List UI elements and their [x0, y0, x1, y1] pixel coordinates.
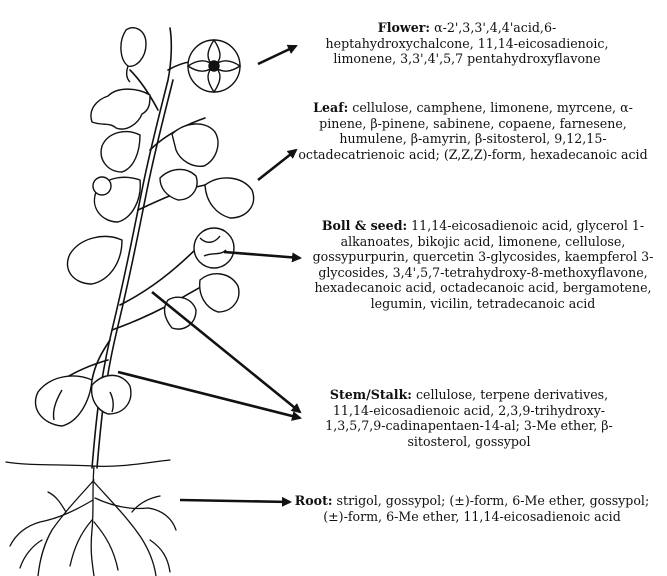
arrow-boll — [224, 252, 300, 258]
arrow-leaf — [258, 150, 296, 180]
root-label: Root: strigol, gossypol; (±)-form, 6-Me … — [294, 493, 650, 524]
leaf-bottom — [35, 376, 92, 426]
stem-label: Stem/Stalk: cellulose, terpene derivativ… — [308, 387, 630, 449]
arrow-stem-lower — [118, 372, 300, 418]
arrow-root — [180, 500, 290, 502]
root-label-text: strigol, gossypol; (±)-form, 6-Me ether,… — [323, 493, 649, 524]
leaf-mid-right — [205, 178, 254, 218]
leaf-label-name: Leaf: — [313, 100, 348, 115]
open-flower — [188, 40, 240, 92]
leaf-upper-mid — [172, 124, 218, 166]
cotton-boll — [194, 228, 234, 268]
stem-label-name: Stem/Stalk: — [330, 387, 412, 402]
leaf-label: Leaf: cellulose, camphene, limonene, myr… — [296, 100, 650, 162]
boll-seed-label: Boll & seed: 11,14-eicosadienoic acid, g… — [301, 218, 665, 312]
leaf-lower-left — [67, 236, 122, 284]
flower-label-name: Flower: — [378, 20, 430, 35]
boll-seed-label-name: Boll & seed: — [322, 218, 407, 233]
small-boll — [93, 177, 111, 195]
root-label-name: Root: — [295, 493, 333, 508]
flower-bud — [121, 28, 146, 67]
leaf-top-left — [91, 89, 150, 129]
leaf-lower-right — [200, 274, 239, 312]
flower-label: Flower: α-2',3,3',4,4'acid,6-heptahydrox… — [316, 20, 618, 67]
leaf-label-text: cellulose, camphene, limonene, myrcene, … — [298, 100, 647, 162]
flower-label-text: α-2',3,3',4,4'acid,6-heptahydroxychalcon… — [326, 20, 609, 66]
leaf-left — [101, 132, 140, 172]
leaf-center — [160, 169, 197, 200]
arrow-flower — [258, 46, 296, 64]
